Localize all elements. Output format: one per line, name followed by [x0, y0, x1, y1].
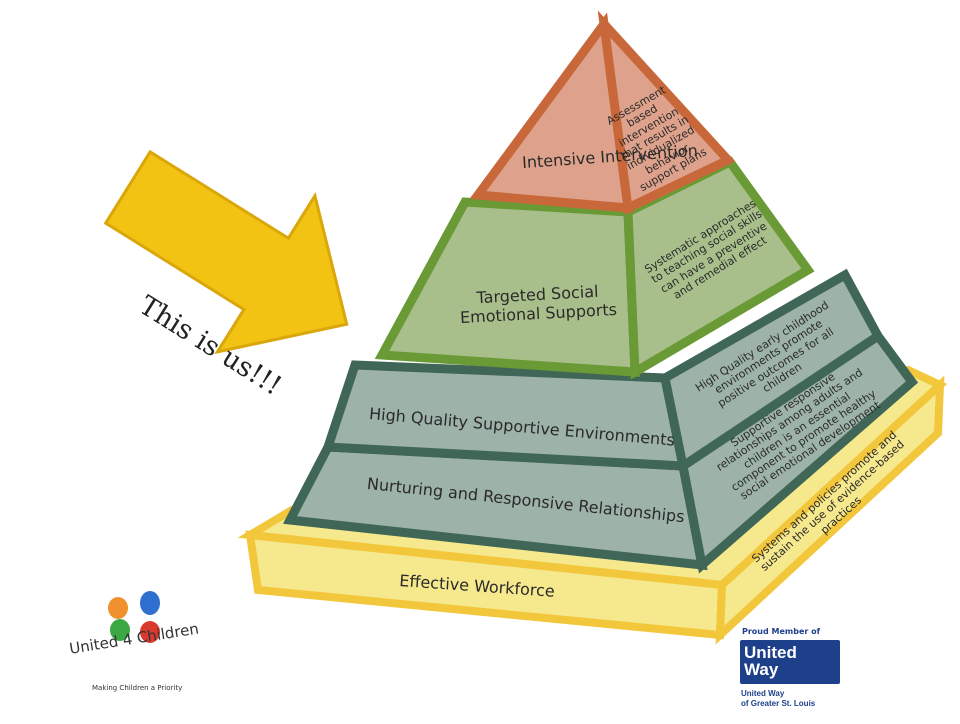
base-platform-side — [715, 375, 945, 645]
tier-intensive-side — [597, 10, 736, 215]
united-way-wordmark: United Way — [744, 644, 810, 678]
united4children-hands — [108, 591, 160, 643]
united-way-word2: Way — [744, 660, 779, 679]
united-way-sub2: of Greater St. Louis — [741, 699, 816, 708]
united-way-word1: United — [744, 643, 797, 662]
united-way-member-text: Proud Member of — [742, 627, 821, 636]
tier-environments-side — [659, 268, 884, 474]
arrow-graphic — [103, 149, 349, 355]
united-way-sub1: United Way — [741, 689, 785, 698]
united-way-logo — [740, 640, 840, 684]
united4children-tagline: Making Children a Priority — [92, 684, 183, 692]
united-way-subtitle: United Way of Greater St. Louis — [741, 689, 815, 709]
